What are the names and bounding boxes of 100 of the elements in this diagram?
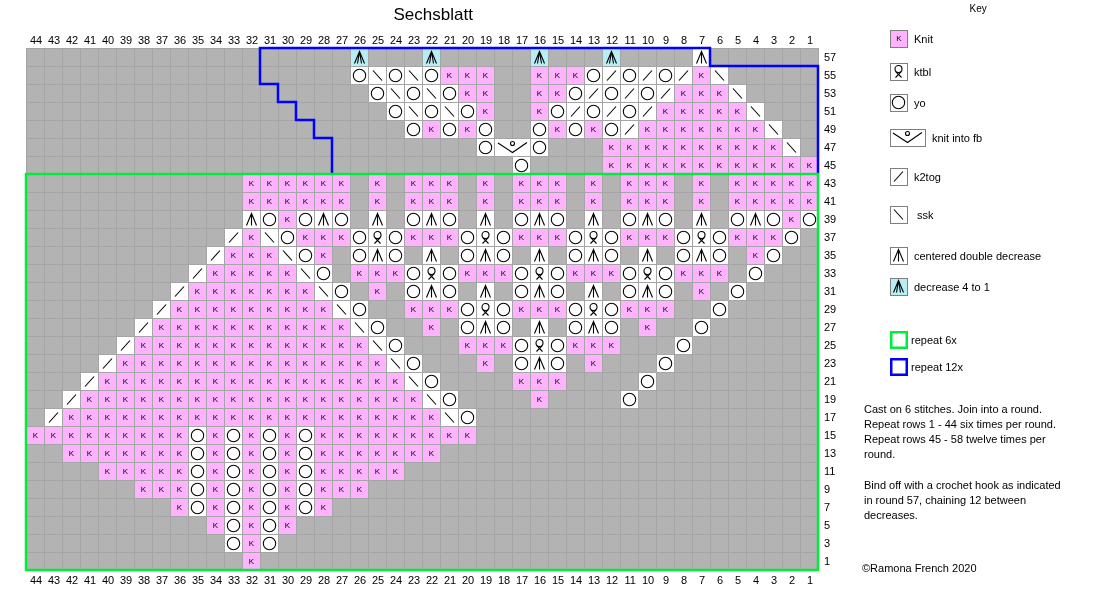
knit-stitch: K bbox=[243, 319, 260, 336]
column-number: 41 bbox=[84, 34, 97, 47]
knit-stitch: K bbox=[117, 409, 134, 426]
knit-stitch: K bbox=[297, 319, 314, 336]
knit-stitch: K bbox=[693, 67, 710, 84]
knit-stitch: K bbox=[657, 193, 674, 210]
column-number: 18 bbox=[498, 574, 511, 587]
knit-stitch: K bbox=[513, 229, 530, 246]
knit-stitch: K bbox=[351, 463, 368, 480]
knit-stitch: K bbox=[297, 193, 314, 210]
copyright-note: ©Ramona French 2020 bbox=[862, 562, 977, 575]
column-number: 40 bbox=[102, 574, 115, 587]
knit-stitch: K bbox=[117, 373, 134, 390]
knit-stitch: K bbox=[99, 427, 116, 444]
knit-stitch: K bbox=[261, 175, 278, 192]
column-number: 16 bbox=[534, 574, 547, 587]
knit-stitch: K bbox=[171, 427, 188, 444]
row-number: 55 bbox=[824, 69, 837, 82]
column-number: 23 bbox=[408, 34, 421, 47]
column-number: 26 bbox=[354, 34, 367, 47]
knit-stitch: K bbox=[351, 427, 368, 444]
knit-stitch: K bbox=[621, 139, 638, 156]
knit-stitch: K bbox=[495, 265, 512, 282]
column-number: 20 bbox=[462, 34, 475, 47]
knit-stitch: K bbox=[243, 355, 260, 372]
knit-stitch: K bbox=[243, 517, 260, 534]
knit-stitch: K bbox=[387, 391, 404, 408]
column-number: 8 bbox=[681, 574, 688, 587]
knit-stitch: K bbox=[585, 175, 602, 192]
knit-stitch: K bbox=[531, 193, 548, 210]
knit-stitch: K bbox=[171, 319, 188, 336]
knit-stitch: K bbox=[261, 301, 278, 318]
knit-stitch: K bbox=[207, 355, 224, 372]
knit-stitch: K bbox=[297, 175, 314, 192]
row-number: 21 bbox=[824, 375, 837, 388]
column-number: 44 bbox=[30, 34, 43, 47]
knit-stitch: K bbox=[261, 355, 278, 372]
knit-stitch: K bbox=[621, 229, 638, 246]
column-number: 15 bbox=[552, 34, 565, 47]
knit-stitch: K bbox=[279, 499, 296, 516]
knit-stitch: K bbox=[369, 427, 386, 444]
column-number: 11 bbox=[624, 34, 636, 47]
row-number: 11 bbox=[824, 465, 836, 478]
knit-stitch: K bbox=[477, 175, 494, 192]
knit-stitch: K bbox=[333, 193, 350, 210]
knit-stitch: K bbox=[351, 373, 368, 390]
knit-stitch: K bbox=[369, 391, 386, 408]
knit-stitch: K bbox=[423, 193, 440, 210]
knit-stitch: K bbox=[99, 391, 116, 408]
row-number: 37 bbox=[824, 231, 837, 244]
knit-stitch: K bbox=[711, 103, 728, 120]
knit-stitch: K bbox=[207, 409, 224, 426]
column-number: 42 bbox=[66, 34, 79, 47]
knit-stitch: K bbox=[135, 355, 152, 372]
knit-stitch: K bbox=[171, 445, 188, 462]
row-number: 27 bbox=[824, 321, 837, 334]
knit-stitch: K bbox=[423, 121, 440, 138]
knit-stitch: K bbox=[621, 301, 638, 318]
knit-stitch: K bbox=[279, 283, 296, 300]
knit-stitch: K bbox=[567, 67, 584, 84]
column-number: 39 bbox=[120, 34, 133, 47]
knit-stitch: K bbox=[513, 175, 530, 192]
knit-stitch: K bbox=[261, 373, 278, 390]
knit-stitch: K bbox=[153, 355, 170, 372]
knit-stitch: K bbox=[207, 319, 224, 336]
knit-stitch: K bbox=[315, 193, 332, 210]
knit-stitch: K bbox=[315, 337, 332, 354]
knit-stitch: K bbox=[405, 301, 422, 318]
knit-stitch: K bbox=[531, 67, 548, 84]
column-number: 18 bbox=[498, 34, 511, 47]
knit-stitch: K bbox=[297, 373, 314, 390]
knit-stitch: K bbox=[477, 265, 494, 282]
knit-stitch: K bbox=[315, 427, 332, 444]
knit-stitch: K bbox=[639, 319, 656, 336]
knit-stitch: K bbox=[207, 301, 224, 318]
column-number: 1 bbox=[807, 34, 814, 47]
knit-stitch: K bbox=[225, 319, 242, 336]
row-number: 47 bbox=[824, 141, 837, 154]
knit-stitch: K bbox=[117, 445, 134, 462]
column-number: 4 bbox=[753, 574, 760, 587]
knit-stitch: K bbox=[585, 355, 602, 372]
knit-stitch: K bbox=[423, 301, 440, 318]
column-number: 35 bbox=[192, 34, 205, 47]
knit-stitch: K bbox=[135, 373, 152, 390]
knit-stitch: K bbox=[243, 193, 260, 210]
knit-stitch: K bbox=[243, 175, 260, 192]
row-number: 23 bbox=[824, 357, 837, 370]
knit-stitch: K bbox=[315, 373, 332, 390]
instruction-note: Bind off with a crochet hook as indicated in round 57, chaining 12 between decreases. bbox=[864, 478, 1062, 523]
knit-stitch: K bbox=[279, 481, 296, 498]
knit-stitch: K bbox=[621, 193, 638, 210]
knit-swatch: K bbox=[890, 30, 908, 48]
knit-stitch: K bbox=[279, 427, 296, 444]
instruction-note: Cast on 6 stitches. Join into a round. bbox=[864, 402, 1043, 417]
column-number: 9 bbox=[663, 34, 670, 47]
knit-stitch: K bbox=[171, 409, 188, 426]
knit-stitch: K bbox=[459, 337, 476, 354]
legend-label: ssk bbox=[917, 208, 934, 222]
knit-stitch: K bbox=[369, 463, 386, 480]
column-number: 2 bbox=[789, 34, 796, 47]
